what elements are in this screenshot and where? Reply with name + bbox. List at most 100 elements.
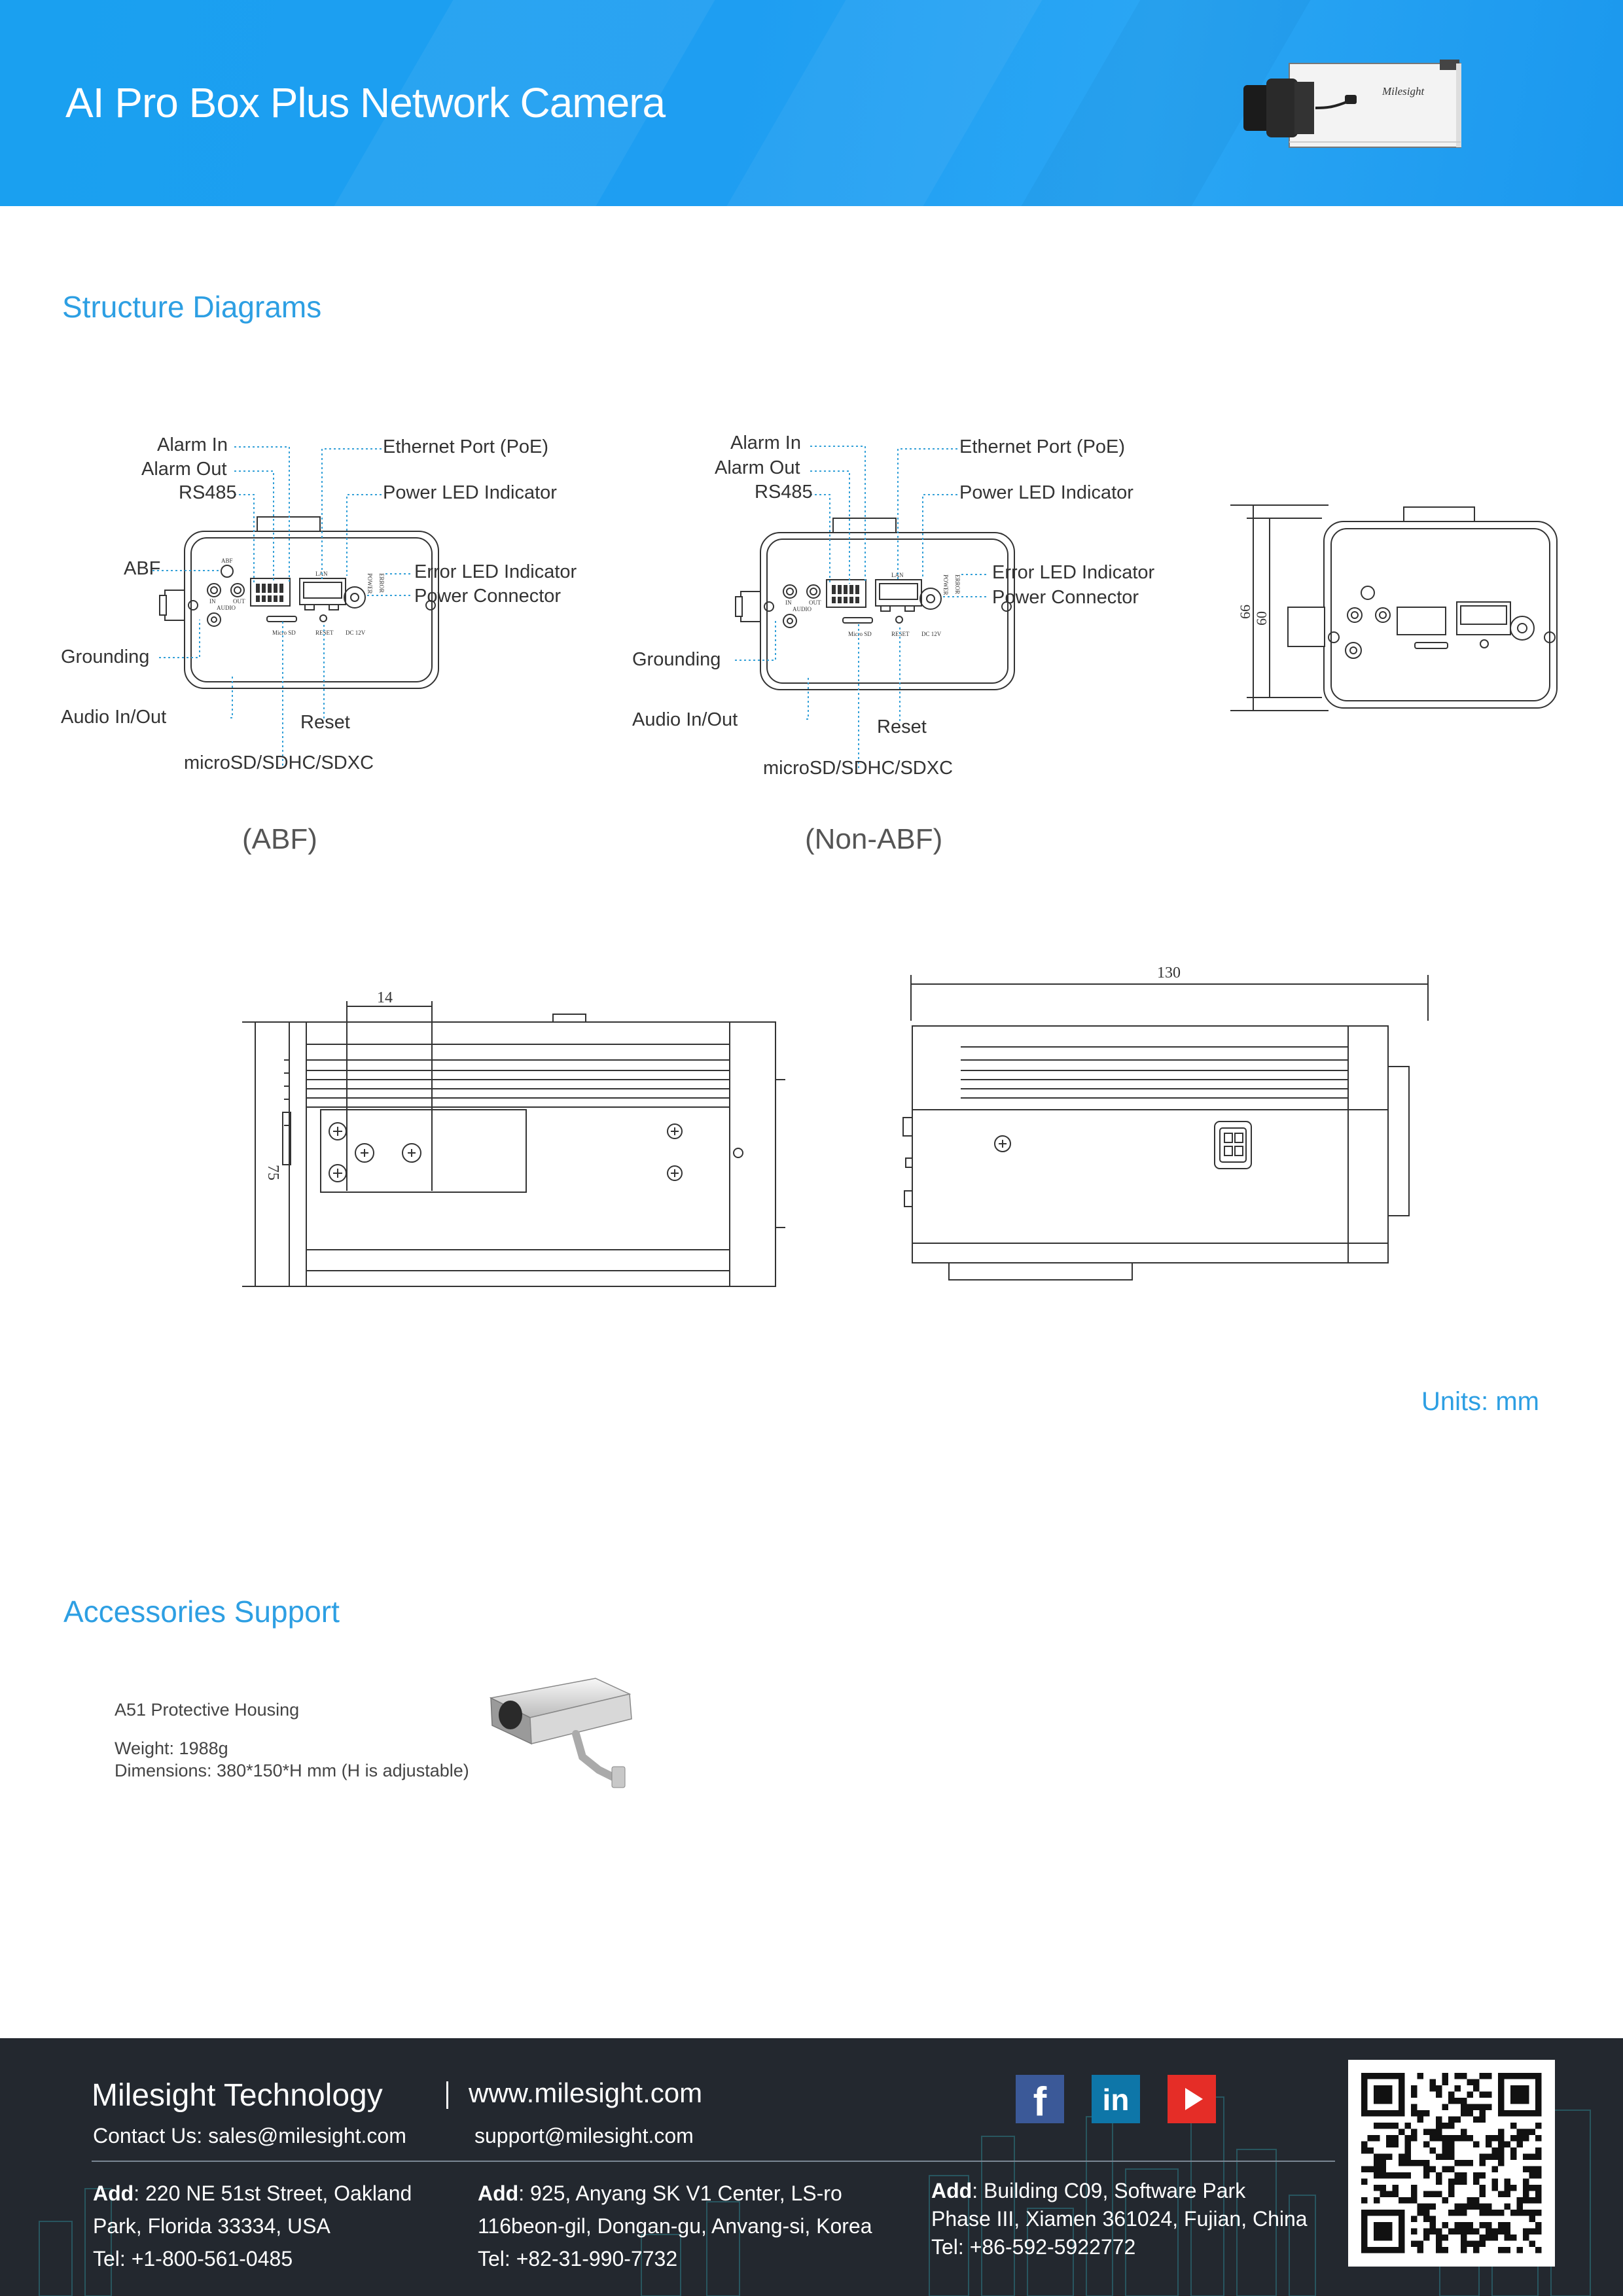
qr-module xyxy=(1404,2153,1411,2160)
office-korea-line2: 116beon-gil, Dongan-gu, Anvang-si, Korea xyxy=(478,2214,872,2238)
facebook-icon[interactable]: f xyxy=(1016,2075,1064,2125)
structure-diagrams-title: Structure Diagrams xyxy=(62,290,322,324)
qr-module xyxy=(1535,2135,1542,2142)
label-audio-in-out: Audio In/Out xyxy=(61,707,167,728)
qr-module xyxy=(1411,2135,1418,2142)
qr-module xyxy=(1374,2160,1380,2166)
qr-module xyxy=(1436,2116,1442,2123)
camera-logo-text: Milesight xyxy=(1382,85,1425,97)
qr-module xyxy=(1486,2222,1492,2229)
rear-panel-diagram-non-abf: IN OUT AUDIO LAN Micro SD RESET DC 12V P… xyxy=(735,446,1015,768)
qr-module xyxy=(1361,2197,1368,2204)
office-china-tel-label: Tel: xyxy=(931,2235,970,2259)
qr-module xyxy=(1436,2091,1442,2098)
qr-module xyxy=(1411,2110,1418,2117)
qr-code[interactable] xyxy=(1348,2060,1555,2267)
office-usa-tel[interactable]: +1-800-561-0485 xyxy=(131,2247,293,2270)
qr-module xyxy=(1461,2178,1467,2185)
label-alarm-in: Alarm In xyxy=(157,434,228,455)
qr-module xyxy=(1374,2123,1380,2129)
qr-module xyxy=(1380,2166,1386,2172)
footer-website-link[interactable]: www.milesight.com xyxy=(469,2077,703,2108)
footer-contact-email[interactable]: Contact Us: sales@milesight.com xyxy=(93,2124,406,2147)
side-view-diagram-1: 14 75 xyxy=(242,989,785,1287)
qr-module xyxy=(1454,2160,1461,2166)
qr-module xyxy=(1498,2147,1505,2154)
qr-module xyxy=(1516,2197,1523,2204)
qr-module xyxy=(1491,2185,1498,2191)
qr-module xyxy=(1423,2228,1430,2234)
qr-module xyxy=(1504,2247,1510,2253)
dim-14: 14 xyxy=(377,989,393,1006)
office-china-tel[interactable]: +86-592-5922772 xyxy=(969,2235,1136,2259)
qr-module xyxy=(1479,2234,1486,2241)
footer-support-email[interactable]: support@milesight.com xyxy=(474,2124,694,2147)
qr-finder-pattern xyxy=(1374,2085,1393,2104)
caption-non-abf: (Non-ABF) xyxy=(805,823,943,855)
qr-module xyxy=(1361,2141,1368,2147)
qr-module xyxy=(1361,2166,1368,2172)
qr-module xyxy=(1454,2073,1461,2079)
qr-module xyxy=(1523,2191,1529,2197)
qr-module xyxy=(1404,2197,1411,2204)
qr-module xyxy=(1510,2234,1517,2241)
qr-module xyxy=(1374,2185,1380,2191)
label-power-led-2: Power LED Indicator xyxy=(959,482,1133,503)
qr-module xyxy=(1461,2073,1467,2079)
print-dc-2: DC 12V xyxy=(921,631,942,637)
qr-module xyxy=(1411,2091,1418,2098)
qr-module xyxy=(1461,2110,1467,2117)
qr-module xyxy=(1399,2197,1405,2204)
qr-module xyxy=(1498,2247,1505,2253)
qr-module xyxy=(1498,2160,1505,2166)
qr-module xyxy=(1442,2135,1448,2142)
label-error-led: Error LED Indicator xyxy=(414,561,577,582)
qr-module xyxy=(1473,2079,1480,2085)
qr-module xyxy=(1448,2098,1455,2104)
print-error: ERROR xyxy=(378,573,385,593)
qr-module xyxy=(1386,2172,1393,2179)
qr-module xyxy=(1454,2228,1461,2234)
qr-module xyxy=(1429,2191,1436,2197)
qr-module xyxy=(1461,2247,1467,2253)
qr-module xyxy=(1436,2234,1442,2241)
qr-module xyxy=(1479,2104,1486,2110)
qr-module xyxy=(1461,2172,1467,2179)
qr-module xyxy=(1504,2141,1510,2147)
qr-module xyxy=(1448,2191,1455,2197)
qr-module xyxy=(1473,2228,1480,2234)
dim-66: 66 xyxy=(1237,605,1253,619)
qr-module xyxy=(1429,2203,1436,2210)
qr-module xyxy=(1436,2135,1442,2142)
linkedin-icon[interactable]: in xyxy=(1092,2075,1140,2123)
qr-module xyxy=(1404,2160,1411,2166)
office-china: Add: Building C09, Software Park Phase I… xyxy=(931,2177,1308,2261)
label-ethernet-port-2: Ethernet Port (PoE) xyxy=(959,436,1126,457)
qr-module xyxy=(1448,2228,1455,2234)
qr-module xyxy=(1535,2147,1542,2154)
label-power-led: Power LED Indicator xyxy=(383,482,557,503)
qr-module xyxy=(1417,2116,1423,2123)
qr-module xyxy=(1411,2104,1418,2110)
qr-module xyxy=(1429,2079,1436,2085)
print-out: OUT xyxy=(233,598,245,605)
qr-module xyxy=(1491,2147,1498,2154)
qr-module xyxy=(1473,2116,1480,2123)
qr-module xyxy=(1448,2123,1455,2129)
label-rs485: RS485 xyxy=(179,482,237,503)
qr-module xyxy=(1529,2128,1535,2135)
qr-module xyxy=(1535,2153,1542,2160)
label-audio-in-out-2: Audio In/Out xyxy=(632,709,738,730)
qr-module xyxy=(1411,2197,1418,2204)
office-korea-tel[interactable]: +82-31-990-7732 xyxy=(516,2247,678,2270)
qr-module xyxy=(1380,2172,1386,2179)
qr-module xyxy=(1461,2240,1467,2247)
youtube-icon[interactable] xyxy=(1168,2075,1216,2123)
qr-module xyxy=(1516,2135,1523,2142)
print-reset: RESET xyxy=(315,629,334,636)
qr-module xyxy=(1523,2210,1529,2216)
dim-60: 60 xyxy=(1253,611,1270,626)
qr-module xyxy=(1461,2203,1467,2210)
qr-module xyxy=(1461,2222,1467,2229)
qr-module xyxy=(1423,2216,1430,2222)
